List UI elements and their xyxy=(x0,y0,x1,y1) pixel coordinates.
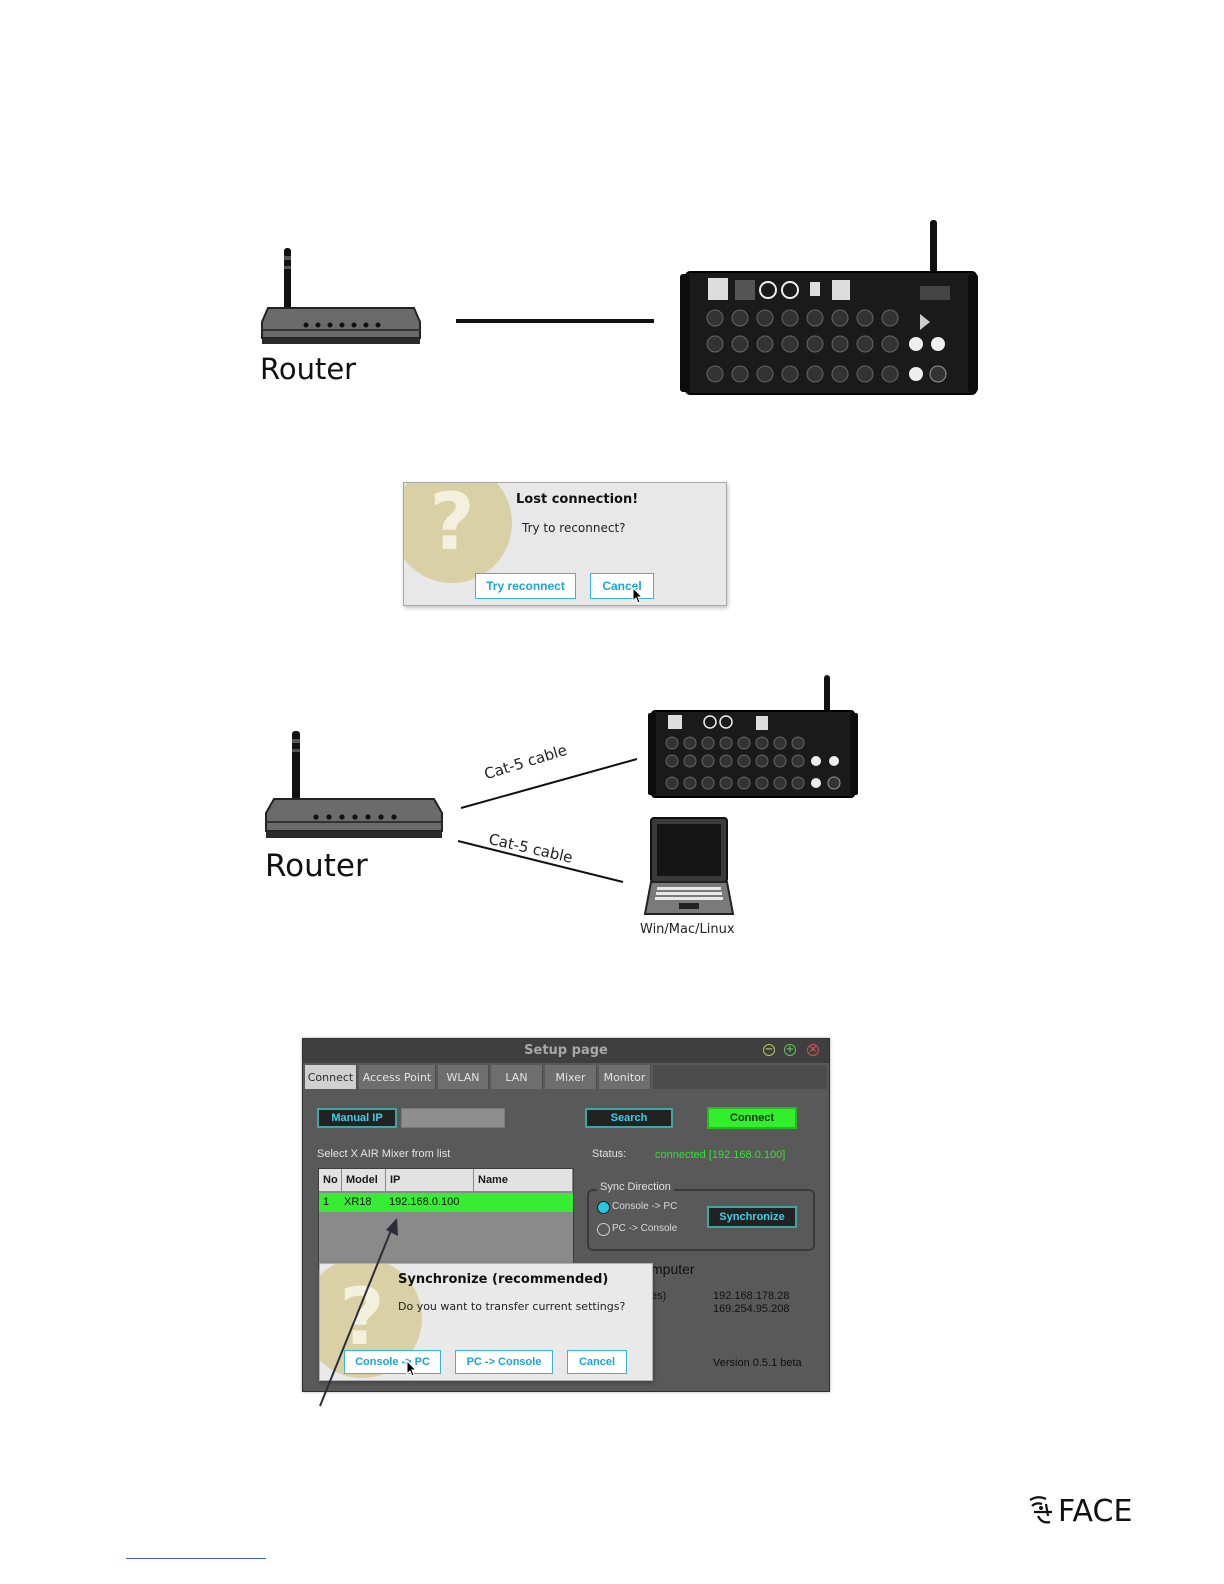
router-label: Router xyxy=(260,352,357,386)
radio-console-to-pc[interactable] xyxy=(597,1201,610,1214)
computer-heading: mputer xyxy=(651,1261,695,1277)
sync-direction-group xyxy=(587,1189,815,1251)
console-to-pc-button[interactable]: Console -> PC xyxy=(344,1350,441,1374)
manual-ip-input[interactable] xyxy=(401,1108,505,1128)
sync-direction-legend: Sync Direction xyxy=(597,1181,674,1193)
address-2: 169.254.95.208 xyxy=(713,1303,790,1315)
connect-button[interactable]: Connect xyxy=(707,1107,797,1129)
sync-dialog-message: Do you want to transfer current settings… xyxy=(398,1300,626,1313)
dialog-title: Lost connection! xyxy=(516,492,639,507)
try-reconnect-button[interactable]: Try reconnect xyxy=(475,573,576,599)
cell-no: 1 xyxy=(323,1196,330,1208)
minimize-icon[interactable]: − xyxy=(763,1044,775,1056)
radio-pc-to-console[interactable] xyxy=(597,1223,610,1236)
close-icon[interactable]: × xyxy=(807,1044,819,1056)
laptop-icon xyxy=(643,816,735,920)
router-label-2: Router xyxy=(265,848,368,884)
tab-monitor[interactable]: Monitor xyxy=(599,1065,651,1089)
cable-lines xyxy=(457,758,638,883)
maximize-icon[interactable]: + xyxy=(784,1044,796,1056)
addresses-label: es) xyxy=(651,1290,667,1302)
tab-lan[interactable]: LAN xyxy=(491,1065,543,1089)
select-mixer-label: Select X AIR Mixer from list xyxy=(317,1148,451,1160)
sync-dialog-title: Synchronize (recommended) xyxy=(398,1272,609,1287)
window-titlebar: Setup page − + × xyxy=(303,1039,829,1063)
table-row[interactable]: 1 XR18 192.168.0.100 xyxy=(319,1193,573,1212)
radio-pc-to-console-label: PC -> Console xyxy=(612,1223,678,1234)
tab-connect[interactable]: Connect xyxy=(305,1065,357,1089)
mouse-cursor-icon xyxy=(632,587,644,604)
manual-ip-button[interactable]: Manual IP xyxy=(317,1108,397,1128)
col-header-model: Model xyxy=(342,1169,386,1191)
question-icon: ? xyxy=(404,483,512,583)
cell-model: XR18 xyxy=(344,1196,372,1208)
router-icon-2 xyxy=(262,729,448,845)
synchronize-dialog: ? Synchronize (recommended) Do you want … xyxy=(319,1263,653,1381)
synchronize-button[interactable]: Synchronize xyxy=(707,1206,797,1228)
mixer-device-icon xyxy=(680,218,980,398)
mixer-table[interactable]: No Model IP Name 1 XR18 192.168.0.100 xyxy=(318,1168,574,1270)
tab-wlan[interactable]: WLAN xyxy=(438,1065,489,1089)
cell-ip: 192.168.0.100 xyxy=(389,1196,460,1208)
status-value: connected [192.168.0.100] xyxy=(655,1149,786,1161)
window-title: Setup page xyxy=(524,1043,608,1058)
pointer-arrow-annotation xyxy=(319,1218,398,1407)
search-button[interactable]: Search xyxy=(585,1108,673,1128)
sync-cancel-button[interactable]: Cancel xyxy=(567,1350,627,1374)
col-header-no: No xyxy=(319,1169,342,1191)
footnote-divider xyxy=(126,1558,266,1559)
face-logo-mark-icon xyxy=(1029,1496,1052,1524)
col-header-ip: IP xyxy=(386,1169,474,1191)
address-1: 192.168.178.28 xyxy=(713,1290,790,1302)
face-logo-text: FACE xyxy=(1058,1494,1133,1529)
col-header-name: Name xyxy=(474,1169,573,1191)
dialog-message: Try to reconnect? xyxy=(522,521,626,535)
mouse-cursor-icon xyxy=(406,1360,418,1377)
pc-to-console-button[interactable]: PC -> Console xyxy=(455,1350,553,1374)
cable-line xyxy=(456,319,654,323)
version-label: Version 0.5.1 beta xyxy=(713,1357,802,1369)
radio-console-to-pc-label: Console -> PC xyxy=(612,1201,678,1212)
lost-connection-dialog: ? Lost connection! Try to reconnect? Try… xyxy=(403,482,727,606)
setup-page-window: Setup page − + × Connect Access Point WL… xyxy=(302,1038,830,1392)
cancel-button[interactable]: Cancel xyxy=(590,573,654,599)
face-logo: FACE xyxy=(1024,1494,1134,1532)
tab-access-point[interactable]: Access Point xyxy=(359,1065,436,1089)
router-icon xyxy=(258,246,424,350)
mixer-device-small-icon xyxy=(648,673,858,799)
tab-mixer[interactable]: Mixer xyxy=(545,1065,597,1089)
tab-strip-bg xyxy=(653,1065,827,1089)
status-label: Status: xyxy=(592,1148,627,1160)
computer-label: Win/Mac/Linux xyxy=(640,922,735,937)
